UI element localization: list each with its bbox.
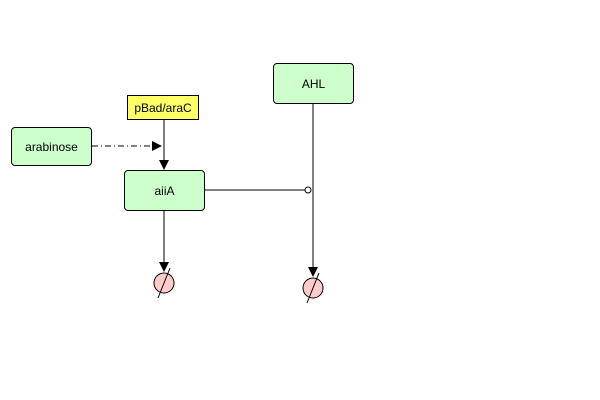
node-aiiA[interactable]: aiiA	[124, 170, 205, 211]
node-promoter[interactable]: pBad/araC	[127, 95, 199, 120]
node-promoter-label: pBad/araC	[134, 100, 192, 115]
degradation-symbol-icon	[302, 272, 324, 304]
node-AHL-label: AHL	[301, 76, 326, 91]
node-AHL[interactable]: AHL	[273, 63, 354, 104]
degradation-symbol-icon	[153, 267, 175, 299]
node-aiiA-label: aiiA	[154, 183, 175, 198]
catalysis-circle-icon	[304, 186, 312, 194]
node-arabinose-label: arabinose	[25, 139, 78, 154]
node-arabinose[interactable]: arabinose	[11, 127, 92, 166]
